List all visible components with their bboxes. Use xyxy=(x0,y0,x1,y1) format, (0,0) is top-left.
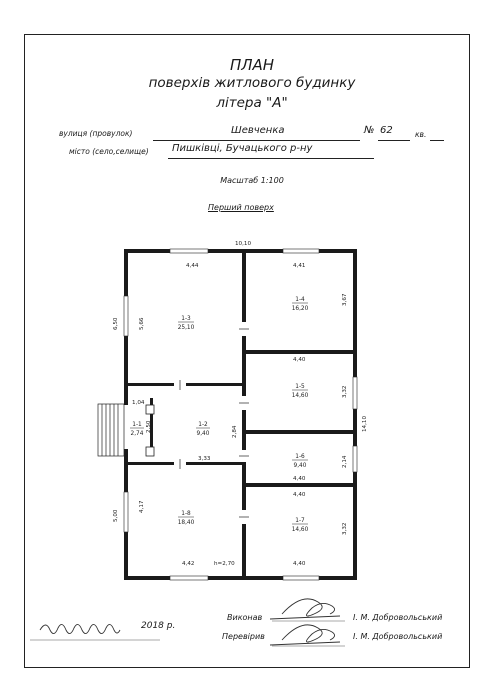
room-labels: 1-3 25,10 1-4 16,20 1-5 14,60 1-2 9,40 1… xyxy=(130,297,309,533)
drawing-frame xyxy=(24,34,470,668)
floor-title: Перший поверх xyxy=(208,203,274,212)
checked-name: І. М. Добровольський xyxy=(353,632,443,641)
dim-room-1-5-w: 4,40 xyxy=(293,357,306,363)
dim-room-1-7-h: 3,32 xyxy=(342,523,348,535)
door-leaves xyxy=(179,328,249,518)
room-1-5-area: 14,60 xyxy=(292,393,309,399)
room-1-8-id: 1-8 xyxy=(181,511,191,517)
city-underline xyxy=(168,158,374,159)
room-1-7-id: 1-7 xyxy=(295,518,305,524)
apartment-underline xyxy=(430,140,444,141)
room-1-2-area: 9,40 xyxy=(197,431,210,437)
dim-room-1-2-w: 3,33 xyxy=(198,456,211,462)
dim-room-1-6-w: 4,40 xyxy=(293,476,306,482)
city-value: Пишківці, Бучацького р-ну xyxy=(172,143,313,154)
room-1-3-area: 25,10 xyxy=(178,325,195,331)
date-text: 2018 р. xyxy=(141,621,176,631)
plan-subtitle: поверхів житлового будинку xyxy=(148,75,356,91)
entrance-stairs xyxy=(97,403,125,457)
dim-left-lower: 5,00 xyxy=(113,509,119,522)
dim-room-1-2-h: 2,84 xyxy=(232,425,238,438)
dim-room-1-7-w: 4,40 xyxy=(293,561,306,567)
plan-dimensions: 10,10 6,50 14,10 5,00 4,44 5,66 4,41 3,6… xyxy=(113,241,368,567)
dim-room-1-8-h: 4,17 xyxy=(139,500,145,513)
street-label: вулиця (провулок) xyxy=(59,129,133,138)
made-label: Виконав xyxy=(227,613,263,622)
signature-checked xyxy=(269,624,345,647)
street-value: Шевченка xyxy=(231,125,285,136)
dim-room-1-6-h: 2,14 xyxy=(342,455,348,468)
dim-ceiling-height: h=2,70 xyxy=(214,561,235,567)
checked-label: Перевірив xyxy=(222,632,265,641)
handwritten-date-scribble xyxy=(39,624,121,634)
apartment-label: кв. xyxy=(415,130,427,139)
room-1-4-area: 16,20 xyxy=(292,306,309,312)
street-underline xyxy=(153,140,360,141)
dim-room-1-5-h: 3,32 xyxy=(342,386,348,398)
room-1-8-area: 18,40 xyxy=(178,520,195,526)
plan-building-letter: літера "А" xyxy=(216,95,288,111)
room-1-4-id: 1-4 xyxy=(295,297,305,303)
dim-overall-top: 10,10 xyxy=(235,241,251,247)
room-1-7-area: 14,60 xyxy=(292,527,309,533)
dim-room-1-3-h: 5,66 xyxy=(139,317,145,330)
signature-made xyxy=(269,598,345,622)
dim-room-1-4-w: 4,41 xyxy=(293,263,306,269)
room-1-2-id: 1-2 xyxy=(198,422,208,428)
plan-walls xyxy=(124,249,357,580)
room-1-1-area: 2,74 xyxy=(131,431,144,437)
room-1-6-id: 1-6 xyxy=(295,454,305,460)
room-1-3-id: 1-3 xyxy=(181,316,191,322)
dim-room-1-4-h: 3,67 xyxy=(342,293,348,306)
house-number-underline xyxy=(378,140,410,141)
scale-text: Масштаб 1:100 xyxy=(220,176,284,185)
dim-overall-left: 6,50 xyxy=(113,317,119,330)
made-name: І. М. Добровольський xyxy=(353,613,443,622)
room-1-5-id: 1-5 xyxy=(295,384,305,390)
dim-room-1-1-w: 1,04 xyxy=(132,400,145,406)
house-number-value: 62 xyxy=(380,125,393,136)
plan-doors xyxy=(124,322,246,524)
dim-overall-right: 14,10 xyxy=(362,416,368,432)
plan-title: ПЛАН xyxy=(229,56,275,74)
dim-room-1-1-h: 2,50 xyxy=(146,420,152,433)
stove-boxes xyxy=(145,404,155,457)
city-label: місто (село,селище) xyxy=(69,147,149,156)
dim-room-1-8-w: 4,42 xyxy=(182,561,194,567)
dim-room-1-7-top: 4,40 xyxy=(293,492,306,498)
plan-windows xyxy=(123,248,358,581)
room-1-6-area: 9,40 xyxy=(294,463,307,469)
dim-room-1-3-w: 4,44 xyxy=(186,263,199,269)
house-number-label: № xyxy=(364,125,375,136)
room-1-1-id: 1-1 xyxy=(132,422,142,428)
